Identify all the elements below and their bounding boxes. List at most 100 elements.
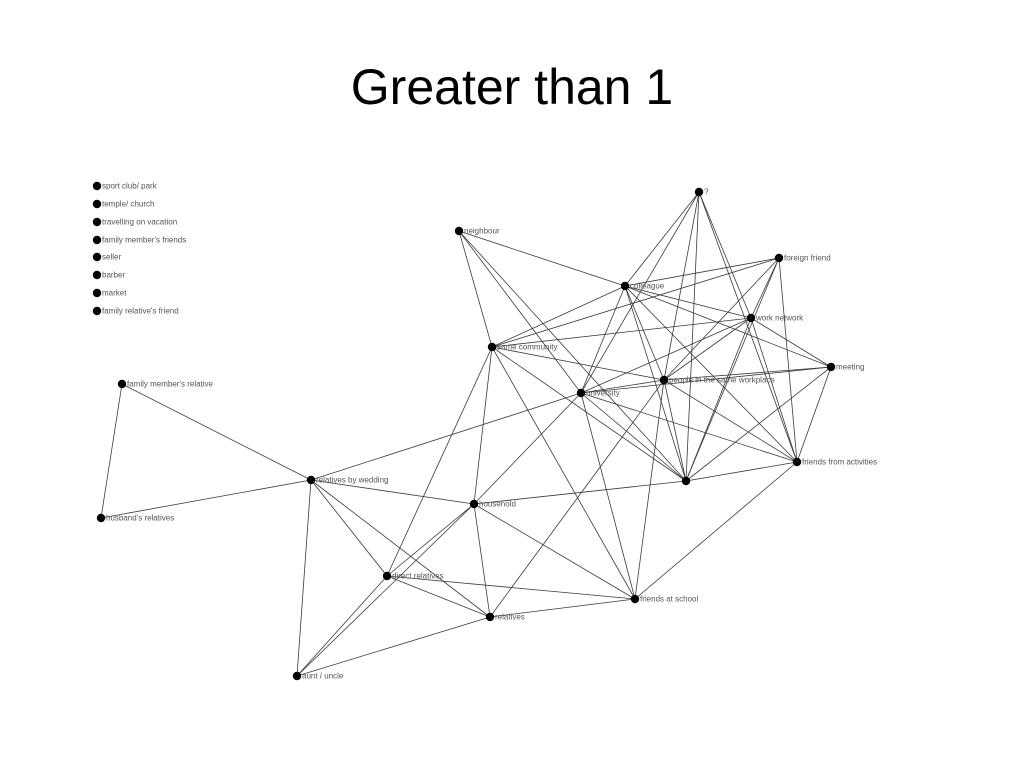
edge-workplace-activities: [663, 379, 798, 463]
node-label-family-member-s-relative: family member's relative: [127, 380, 214, 389]
edge-q-workplace: [663, 191, 700, 381]
node-dot: [306, 475, 316, 485]
edge-community-foreign: [491, 257, 780, 348]
node-label-family-member-s-friends: family member's friends: [102, 236, 186, 245]
node-aunt: aunt / uncle: [292, 671, 344, 681]
node-label-: ?: [704, 188, 709, 197]
edge-aunt-household: [296, 503, 475, 677]
edge-direct-community: [386, 346, 493, 577]
edge-q-activities: [698, 191, 798, 463]
node-relatives: relatives: [485, 612, 525, 622]
node-school: friends at school: [630, 594, 698, 604]
edge-unnamed-activities: [685, 461, 798, 482]
edge-colleague-unnamed: [624, 285, 687, 482]
node-sport: sport club/ park: [92, 181, 158, 191]
edge-university-work: [580, 317, 752, 394]
node-label-work-network: work network: [755, 314, 804, 323]
node-label-relatives: relatives: [495, 613, 525, 622]
node-wedding: relatives by wedding: [306, 475, 388, 485]
edge-direct-relatives: [386, 575, 491, 618]
node-dot: [117, 379, 127, 389]
edge-colleague-meeting: [624, 285, 832, 368]
node-meeting: meeting: [826, 363, 864, 372]
node-dot: [92, 181, 102, 191]
edge-university-q: [580, 191, 700, 394]
edge-neighbour-community: [458, 230, 493, 348]
edge-fmrelative-husband: [100, 383, 123, 519]
node-label-relatives-by-wedding: relatives by wedding: [316, 476, 388, 485]
edge-neighbour-unnamed: [458, 230, 687, 482]
node-label-seller: seller: [102, 253, 121, 262]
edge-work-activities: [750, 317, 798, 463]
slide-title: Greater than 1: [350, 59, 674, 115]
node-dot: [681, 476, 691, 486]
edge-university-unnamed: [580, 392, 687, 482]
node-label-market: market: [102, 289, 127, 298]
node-travel: travelling on vacation: [92, 217, 177, 227]
edge-neighbour-university: [458, 230, 582, 394]
node-label-aunt-uncle: aunt / uncle: [302, 672, 344, 681]
edge-household-school: [473, 503, 636, 600]
node-layer: sport club/ park temple/ church travelling…: [92, 181, 877, 681]
edge-meeting-unnamed: [685, 366, 832, 482]
node-dot: [630, 594, 640, 604]
edge-household-community: [473, 346, 493, 505]
node-fmrelative: family member's relative: [117, 379, 214, 389]
edge-workplace-meeting: [663, 366, 832, 381]
node-dot: [694, 187, 704, 197]
edge-colleague-foreign: [624, 257, 780, 287]
node-dot: [92, 217, 102, 227]
node-dot: [292, 671, 302, 681]
edge-q-unnamed: [685, 191, 700, 482]
edge-university-workplace: [580, 379, 665, 394]
node-dot: [659, 375, 669, 385]
edge-aunt-direct: [296, 575, 388, 677]
node-dot: [746, 313, 756, 323]
node-label-meeting: meeting: [836, 363, 864, 372]
node-workplace: people in the same workplace: [659, 375, 775, 385]
edge-school-workplace: [634, 379, 665, 600]
node-dot: [92, 270, 102, 280]
edge-workplace-unnamed: [663, 379, 687, 482]
edge-relatives-school: [489, 598, 636, 618]
node-university: university: [576, 388, 620, 398]
edge-foreign-unnamed: [685, 257, 780, 482]
node-dot: [454, 226, 464, 236]
node-dot: [620, 281, 630, 291]
edge-household-unnamed: [473, 480, 687, 505]
node-label-same-community: same community: [497, 343, 557, 352]
node-label-people-in-the-same-workplace: people in the same workplace: [669, 376, 775, 385]
edge-household-relatives: [473, 503, 491, 618]
edge-foreign-activities: [778, 257, 798, 463]
edge-neighbour-colleague: [458, 230, 626, 287]
node-label-temple-church: temple/ church: [102, 200, 154, 209]
edge-school-university: [580, 392, 636, 600]
edge-household-university: [473, 392, 582, 505]
edge-q-work: [698, 191, 752, 319]
node-label-colleague: colleague: [630, 282, 665, 291]
edge-colleague-q: [624, 191, 700, 287]
edge-direct-school: [386, 575, 636, 600]
node-label-sport-club-park: sport club/ park: [102, 182, 158, 191]
edge-wedding-household: [310, 479, 475, 505]
edge-work-unnamed: [685, 317, 752, 482]
node-dot: [485, 612, 495, 622]
edge-meeting-activities: [796, 366, 832, 463]
node-label-friends-at-school: friends at school: [640, 595, 698, 604]
node-direct: direct relatives: [382, 571, 444, 581]
edge-aunt-relatives: [296, 616, 491, 677]
node-dot: [92, 252, 102, 262]
node-barber: barber: [92, 270, 125, 280]
node-household: household: [469, 500, 516, 509]
node-label-barber: barber: [102, 271, 125, 280]
node-husband: husband's relatives: [96, 514, 174, 523]
edge-community-workplace: [491, 346, 665, 381]
node-dot: [774, 253, 784, 263]
edge-colleague-activities: [624, 285, 798, 463]
node-dot: [576, 388, 586, 398]
node-label-husband-s-relatives: husband's relatives: [106, 514, 174, 523]
node-dot: [382, 571, 392, 581]
node-label-direct-relatives: direct relatives: [392, 572, 444, 581]
edge-community-work: [491, 317, 752, 348]
edge-wedding-university: [310, 392, 582, 481]
